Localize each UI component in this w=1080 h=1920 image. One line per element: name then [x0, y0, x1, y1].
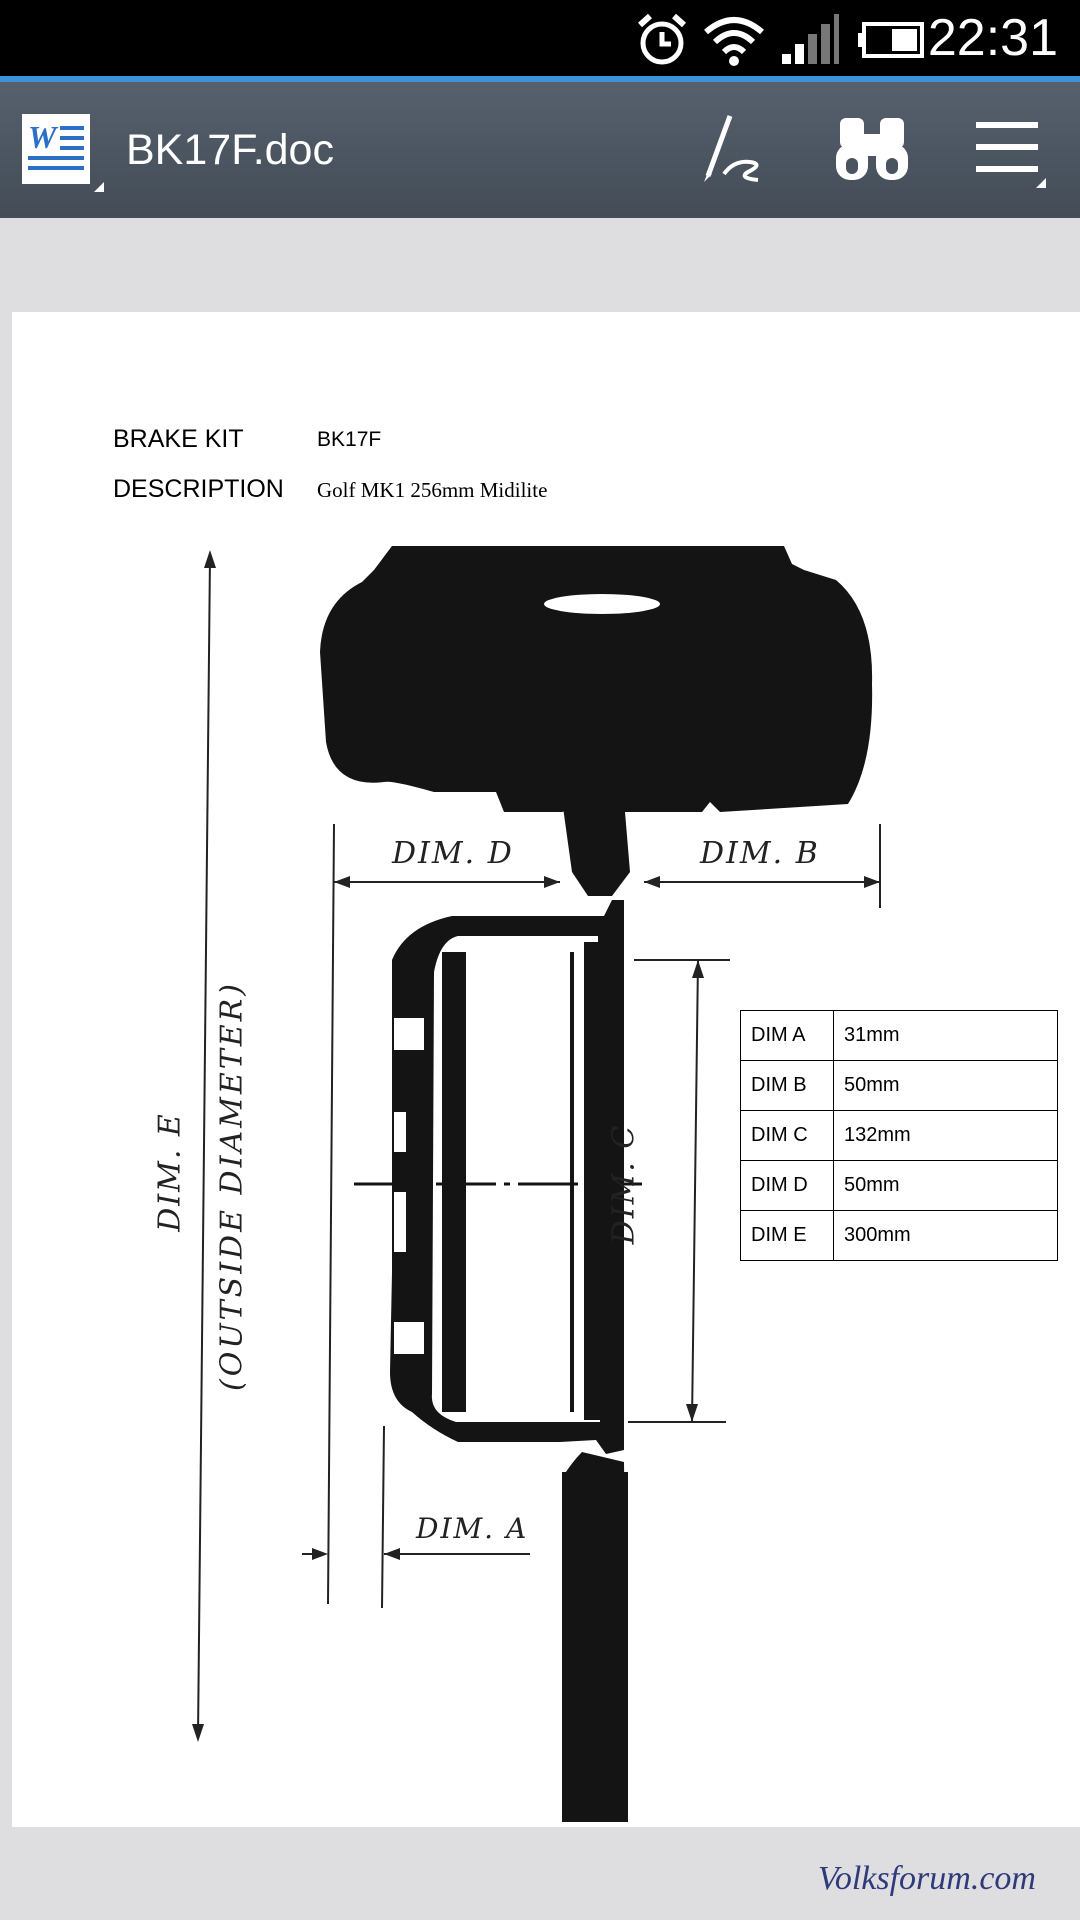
document-title: BK17F.doc [126, 126, 334, 174]
dim-name: DIM D [740, 1160, 834, 1211]
word-document-icon[interactable]: W [20, 112, 104, 201]
dim-b-label: DIM. B [700, 836, 820, 871]
dim-value: 31mm [833, 1010, 1058, 1061]
dim-name: DIM A [740, 1010, 834, 1061]
status-time: 22:31 [927, 9, 1058, 67]
brake-drum-drawing [192, 546, 881, 1822]
battery-icon [858, 22, 924, 58]
binoculars-icon[interactable] [832, 110, 912, 195]
dim-value: 50mm [833, 1060, 1058, 1111]
description-label: DESCRIPTION [113, 475, 284, 503]
menu-icon[interactable] [970, 110, 1050, 195]
table-row: DIM D 50mm [740, 1160, 1058, 1211]
table-row: DIM B 50mm [740, 1060, 1058, 1111]
dim-value: 50mm [833, 1160, 1058, 1211]
dim-c-label: DIM. C [606, 1123, 642, 1245]
dimensions-table: DIM A 31mm DIM B 50mm DIM C 132mm DIM D … [740, 1010, 1058, 1261]
dim-value: 132mm [833, 1110, 1058, 1161]
dim-name: DIM E [740, 1210, 834, 1261]
dim-d-label: DIM. D [392, 836, 514, 871]
table-row: DIM A 31mm [740, 1010, 1058, 1061]
app-bar: W BK17F.doc [0, 82, 1080, 218]
dim-name: DIM C [740, 1110, 834, 1161]
document-page[interactable]: BRAKE KIT BK17F DESCRIPTION Golf MK1 256… [12, 312, 1080, 1827]
tyre-section [320, 546, 873, 812]
wifi-icon [704, 17, 764, 66]
status-divider [0, 76, 1080, 82]
brake-kit-value: BK17F [317, 428, 382, 451]
dim-a-label: DIM. A [416, 1512, 529, 1545]
table-row: DIM E 300mm [740, 1210, 1058, 1261]
status-bar: 22:31 [0, 0, 1080, 76]
outside-diameter-label: (OUTSIDE DIAMETER) [214, 981, 250, 1391]
alarm-icon [637, 13, 687, 65]
watermark: Volksforum.com [817, 1860, 1036, 1897]
signal-icon [782, 14, 839, 64]
pen-icon[interactable] [694, 110, 774, 195]
table-row: DIM C 132mm [740, 1110, 1058, 1161]
svg-text:W: W [28, 119, 59, 155]
dim-value: 300mm [833, 1210, 1058, 1261]
brake-kit-label: BRAKE KIT [113, 425, 244, 453]
hub-stem [562, 800, 630, 896]
dim-e-label: DIM. E [152, 1112, 188, 1232]
dim-name: DIM B [740, 1060, 834, 1111]
description-value: Golf MK1 256mm Midilite [317, 478, 548, 502]
